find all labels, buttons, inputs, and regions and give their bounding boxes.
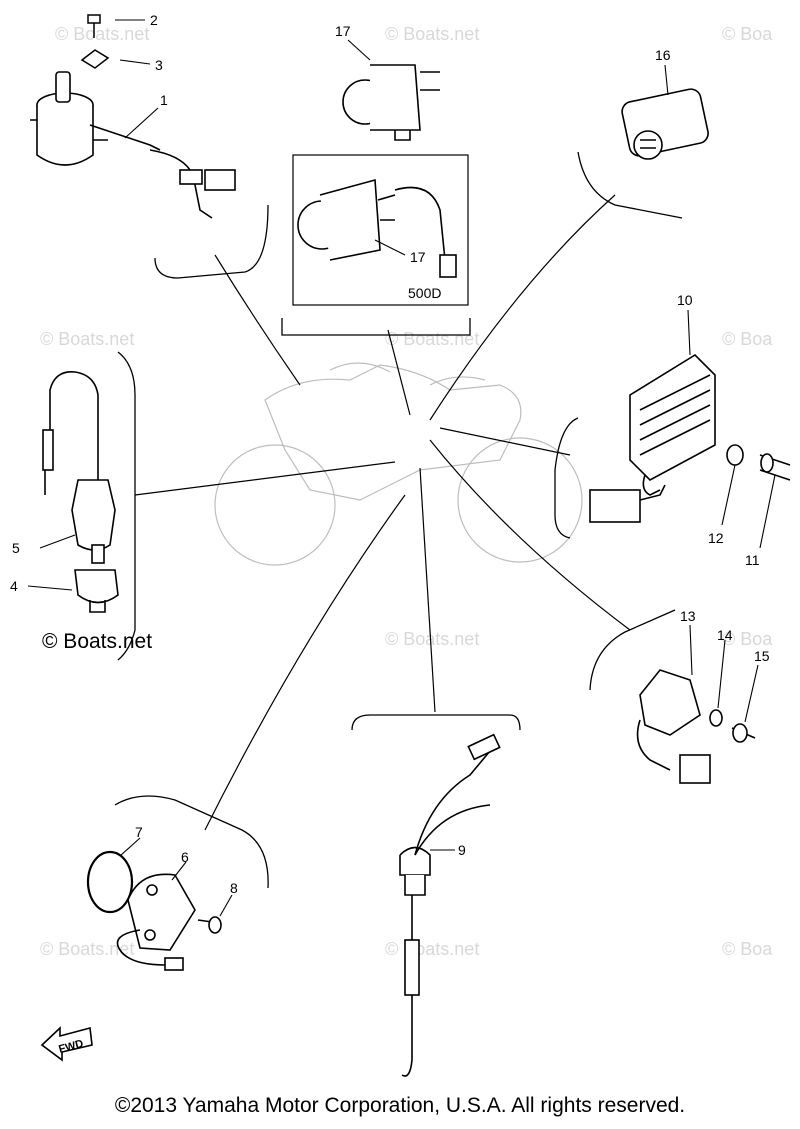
part-labels: 2 3 1 17 17 16 10 12 11 5 4 13 14 15 9 7… [10, 12, 776, 917]
part-label-6: 6 [181, 849, 189, 865]
label-leader [119, 59, 151, 65]
fwd-arrow-icon [40, 1026, 93, 1062]
watermark: © Boats.net [40, 939, 134, 959]
part-label-17: 17 [335, 23, 351, 39]
screw-drawing [80, 14, 110, 69]
label-leader [347, 39, 371, 61]
variant-label: 500D [408, 285, 441, 301]
starter-relay-500d-drawing [297, 178, 457, 278]
bracket-arcs [114, 151, 683, 889]
part-label-12: 12 [708, 530, 724, 546]
main-switch-drawing [30, 71, 236, 219]
fwd-indicator: FWD [40, 1026, 93, 1062]
part-label-15: 15 [754, 648, 770, 664]
label-leader [689, 624, 693, 676]
part-label-14: 14 [717, 627, 733, 643]
part-label-7: 7 [135, 824, 143, 840]
switch-9-drawing [399, 733, 501, 1077]
part-label-3: 3 [155, 57, 163, 73]
rectifier-regulator-drawing [589, 353, 791, 523]
watermark: © Boats.net [40, 329, 134, 349]
watermark: © Boa [722, 329, 773, 349]
inset-500d: 500D [292, 154, 469, 306]
sensor-drawing [636, 669, 756, 784]
label-leader [374, 239, 406, 256]
watermark: © Boats.net [385, 24, 479, 44]
part-label-16: 16 [655, 47, 671, 63]
watermark: © Boats.net [385, 329, 479, 349]
watermark: © Boa [722, 24, 773, 44]
label-leader [27, 585, 73, 591]
part-label-4: 4 [10, 578, 18, 594]
starter-relay-drawing [342, 64, 440, 141]
part-label-8: 8 [230, 880, 238, 896]
watermark: © Boa [722, 939, 773, 959]
part-label-2: 2 [150, 12, 158, 28]
part-label-13: 13 [680, 608, 696, 624]
watermark-dark: © Boats.net [42, 630, 152, 653]
label-leader [744, 664, 759, 723]
watermark: © Boats.net [385, 629, 479, 649]
label-leader [687, 309, 691, 356]
label-leader [664, 64, 669, 96]
part-label-17-500d: 17 [410, 249, 426, 265]
label-leader [219, 894, 233, 917]
relay-drawing [621, 88, 709, 160]
watermark: © Boats.net [55, 24, 149, 44]
inset-frame [292, 154, 469, 306]
part-label-11: 11 [745, 552, 760, 568]
label-leader [124, 107, 159, 139]
label-leader [759, 474, 776, 549]
label-leader [721, 464, 736, 526]
label-leader [39, 534, 76, 549]
part-label-5: 5 [12, 540, 20, 556]
label-leader [717, 639, 726, 709]
watermarks: © Boats.net © Boats.net © Boa © Boats.ne… [40, 24, 773, 959]
watermark: © Boats.net [385, 939, 479, 959]
copyright-notice: ©2013 Yamaha Motor Corporation, U.S.A. A… [114, 1094, 686, 1117]
switch-cap-drawing [42, 371, 119, 613]
motorcycle-outline [214, 362, 583, 566]
label-leader [171, 861, 187, 881]
leader-lines [134, 194, 631, 831]
label-leader [119, 837, 141, 857]
part-label-10: 10 [677, 292, 693, 308]
part-label-1: 1 [160, 92, 168, 108]
part-label-9: 9 [458, 842, 466, 858]
watermark: © Boa [722, 629, 773, 649]
sender-unit-drawing [86, 850, 222, 971]
